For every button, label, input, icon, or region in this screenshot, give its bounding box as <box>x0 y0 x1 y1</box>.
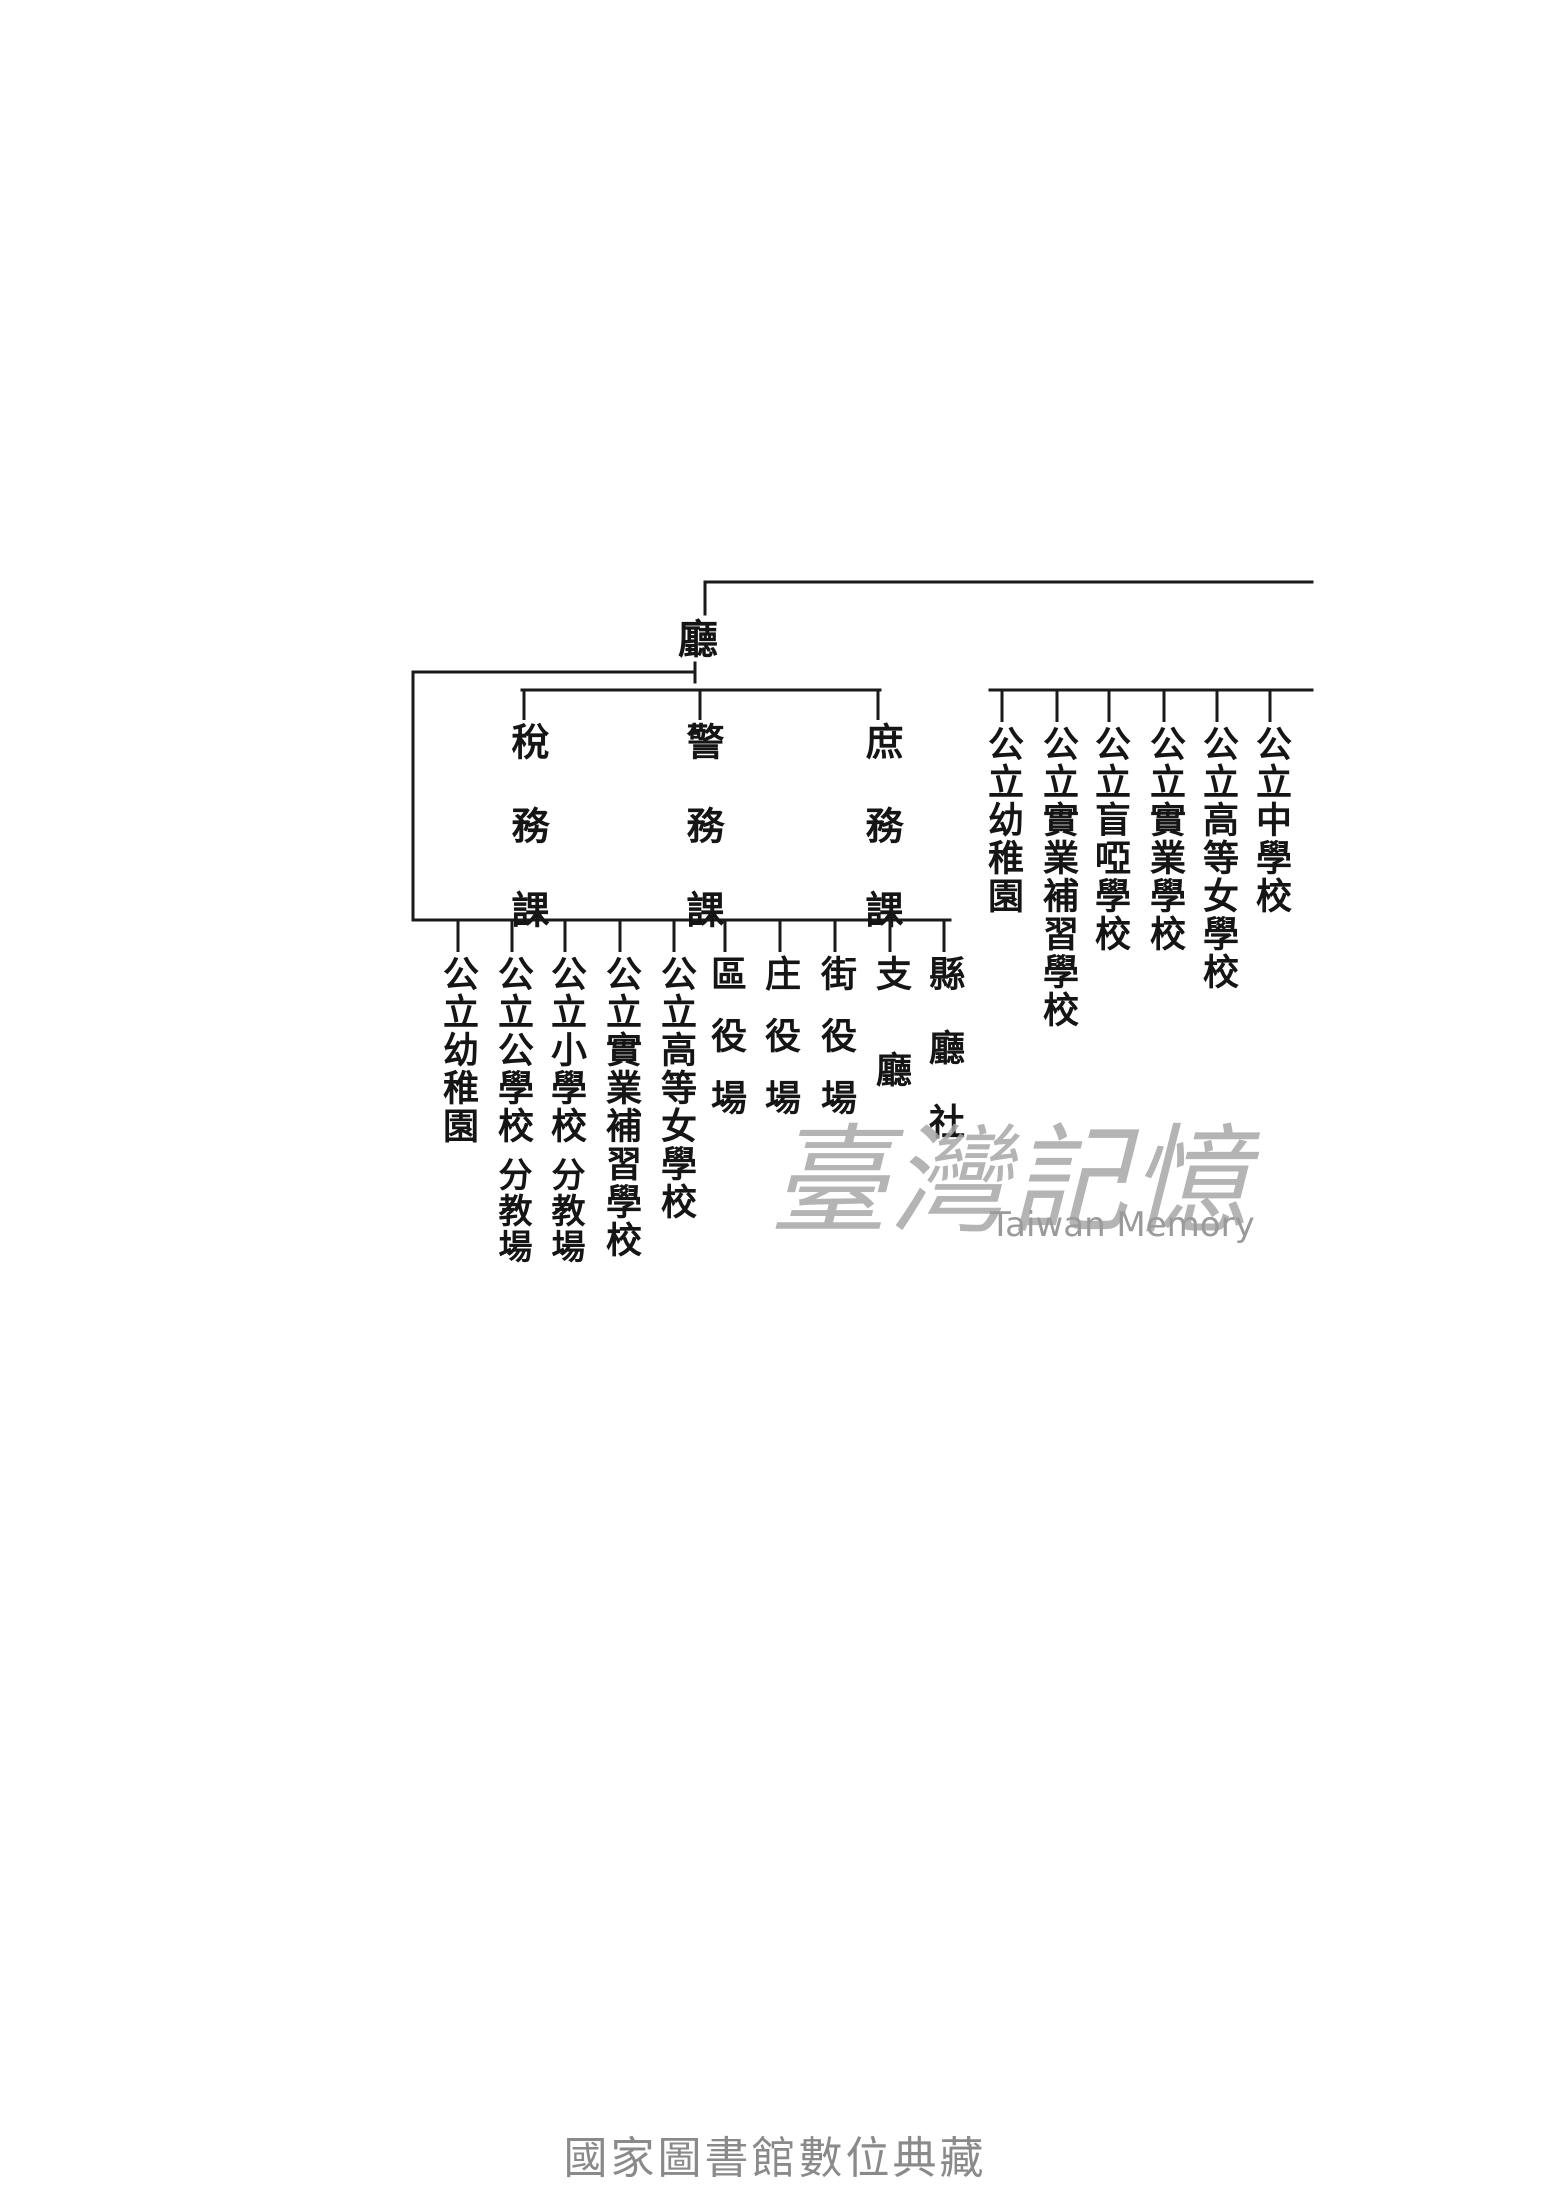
department-police: 警務課 <box>680 722 725 974</box>
branch-unit-elementary-annex: 分教場 <box>545 1157 585 1265</box>
branch-unit-girls-high-school: 公立高等女學校 <box>655 955 697 1221</box>
school-vocational-supplementary-school: 公立實業補習學校 <box>1037 725 1079 1029</box>
branch-unit-public-school-group: 公立公學校 分教場 <box>492 955 534 1265</box>
footer-credit: 國家圖書館數位典藏 <box>563 2133 987 2184</box>
school-middle-school: 公立中學校 <box>1250 725 1292 915</box>
branch-unit-county-office: 縣廳社 <box>923 955 965 1177</box>
branch-unit-kindergarten: 公立幼稚園 <box>437 955 479 1145</box>
branch-unit-public-school: 公立公學校 <box>492 955 534 1145</box>
root-node: 廳 <box>678 616 718 663</box>
branch-unit-elementary-school: 公立小學校 <box>545 955 587 1145</box>
school-school-for-blind-and-deaf: 公立盲啞學校 <box>1089 725 1131 953</box>
branch-unit-elementary-school-group: 公立小學校 分教場 <box>545 955 587 1265</box>
watermark-english: Taiwan Memory <box>990 1205 1255 1245</box>
school-vocational-school: 公立實業學校 <box>1144 725 1186 953</box>
branch-unit-district-office: 區役場 <box>705 955 747 1141</box>
branch-unit-town-office: 街役場 <box>815 955 857 1141</box>
branch-unit-public-school-annex: 分教場 <box>492 1157 532 1265</box>
school-kindergarten: 公立幼稚園 <box>982 725 1024 915</box>
branch-unit-village-office: 庄役場 <box>759 955 801 1141</box>
watermark-chinese: 臺灣記憶 <box>770 1112 1251 1250</box>
watermark: 臺灣記憶 Taiwan Memory <box>770 1085 1255 1265</box>
school-girls-high-school: 公立高等女學校 <box>1197 725 1239 991</box>
department-general-affairs: 庶務課 <box>859 722 904 974</box>
branch-unit-vocational-supplementary-school: 公立實業補習學校 <box>600 955 642 1259</box>
branch-unit-sub-office: 支廳 <box>870 955 912 1147</box>
